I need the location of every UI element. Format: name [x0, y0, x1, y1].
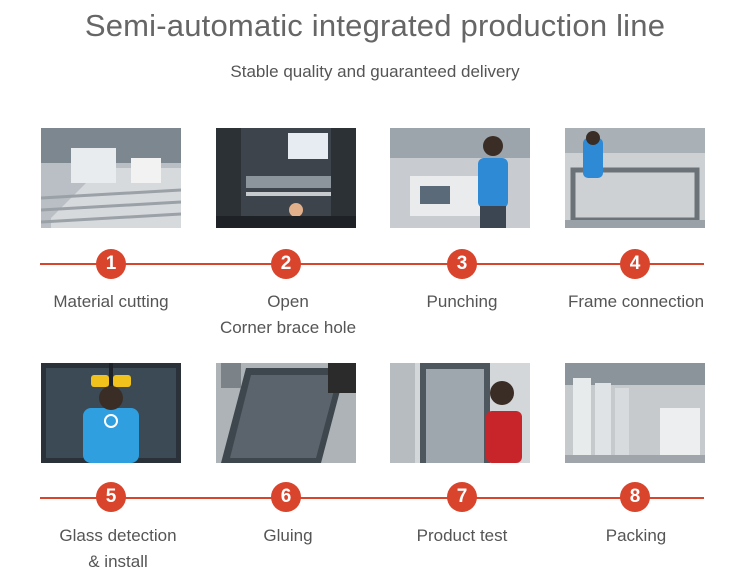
step-number-badge: 5 — [96, 482, 126, 512]
packing-photo — [565, 363, 705, 463]
timeline-row-2 — [40, 497, 704, 499]
gluing-photo — [216, 363, 356, 463]
product-test-photo — [390, 363, 530, 463]
timeline-row-1 — [40, 263, 704, 265]
step-label: Glass detection & install — [59, 526, 177, 571]
step-label: Material cutting — [53, 292, 169, 311]
frame-connection-photo — [565, 128, 705, 228]
step-number-badge: 4 — [620, 249, 650, 279]
step-number-badge: 6 — [271, 482, 301, 512]
step-label: Punching — [426, 292, 498, 311]
step-label: Open Corner brace hole — [219, 292, 357, 337]
material-cutting-photo — [41, 128, 181, 228]
corner-brace-hole-photo — [216, 128, 356, 228]
step-number-badge: 8 — [620, 482, 650, 512]
step-label: Frame connection — [567, 292, 705, 311]
step-label: Packing — [605, 526, 667, 545]
glass-detection-photo — [41, 363, 181, 463]
step-number-badge: 3 — [447, 249, 477, 279]
step-number-badge: 7 — [447, 482, 477, 512]
page-subtitle: Stable quality and guaranteed delivery — [230, 62, 520, 81]
step-label: Product test — [416, 526, 508, 545]
punching-photo — [390, 128, 530, 228]
page-title: Semi-automatic integrated production lin… — [84, 8, 666, 43]
step-label: Gluing — [263, 526, 313, 545]
step-number-badge: 2 — [271, 249, 301, 279]
step-number-badge: 1 — [96, 249, 126, 279]
